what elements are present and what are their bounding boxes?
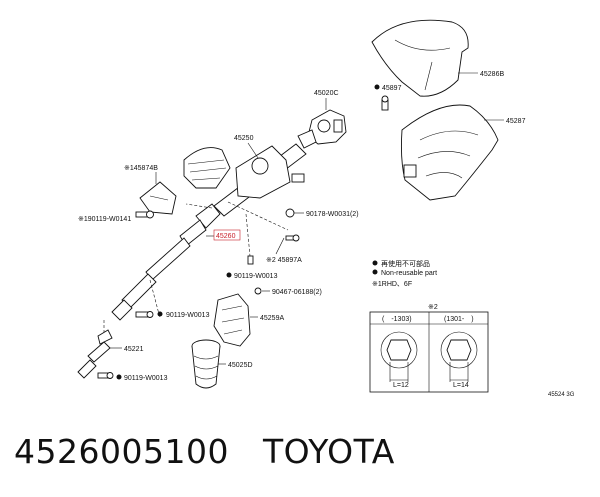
label-45250: 45250 — [234, 135, 254, 142]
label-45260: 45260 — [216, 233, 236, 240]
detail-bolt-long: L=14 — [440, 331, 478, 389]
parts-diagram: 45286B 45287 45897 45020C 45250 — [77, 19, 575, 398]
brand-name: TOYOTA — [262, 432, 395, 471]
bolt-45897A[interactable] — [285, 234, 300, 242]
label-45020C: 45020C — [314, 90, 339, 97]
detail-col-1: ( -1303) — [382, 316, 412, 323]
label-145874B: ※145874B — [124, 165, 158, 172]
non-reusable-dot-45897 — [374, 84, 380, 90]
intermediate-shaft-45260[interactable] — [111, 203, 221, 321]
clip-90467[interactable] — [254, 287, 262, 295]
bolt-90119-W0013-a[interactable] — [247, 255, 254, 265]
bolt-90119-W0013-b[interactable] — [135, 311, 154, 318]
shaft-45221[interactable] — [77, 329, 113, 379]
diagram-ref-code: 45524 3G — [548, 392, 575, 398]
label-90178: 90178-W0031(2) — [306, 211, 359, 218]
label-45287: 45287 — [506, 118, 526, 125]
legend-line-1: 再使用不可部品 — [381, 259, 430, 268]
boot-45259A[interactable] — [213, 293, 251, 347]
bolt-90119-W0141[interactable] — [135, 210, 154, 219]
screw-45897[interactable] — [381, 95, 389, 111]
detail-col-2: (1301- ) — [444, 316, 474, 323]
label-90119-W0013-b: 90119-W0013 — [166, 312, 210, 319]
label-box-45260 — [213, 229, 241, 241]
legend-dot-2 — [372, 269, 378, 275]
detail-dim-2: L=14 — [453, 382, 469, 389]
bolt-90119-W0013-c[interactable] — [97, 372, 114, 379]
legend-line-3: ※1RHD、6F — [372, 281, 412, 288]
label-90467: 90467-06188(2) — [272, 289, 322, 296]
non-reusable-dot-c — [116, 374, 122, 380]
detail-title: ※2 — [428, 304, 438, 311]
label-45286B: 45286B — [480, 71, 504, 78]
legend: 再使用不可部品 Non-reusable part ※1RHD、6F — [372, 259, 437, 288]
legend-line-2: Non-reusable part — [381, 270, 437, 277]
legend-dot-1 — [372, 260, 378, 266]
detail-box: ( -1303) (1301- ) L=12 L=14 — [369, 311, 489, 393]
part-caption: 4526005100 TOYOTA — [14, 432, 395, 482]
steering-lock-45020C[interactable] — [307, 109, 347, 145]
lower-column-cover[interactable] — [400, 104, 499, 201]
label-90119-W0013-a: 90119-W0013 — [234, 273, 278, 280]
non-reusable-dot-a — [226, 272, 232, 278]
label-45221: 45221 — [124, 346, 144, 353]
boot-45025D[interactable] — [191, 339, 221, 389]
steering-column-assy-45250[interactable] — [183, 129, 317, 217]
label-45025D: 45025D — [228, 362, 253, 369]
label-45897: 45897 — [382, 85, 402, 92]
bracket-145874B[interactable] — [139, 181, 177, 215]
label-90119-W0141: ※190119-W0141 — [78, 216, 131, 223]
upper-column-cover[interactable] — [371, 19, 469, 97]
label-45259A: 45259A — [260, 315, 284, 322]
detail-bolt-short: L=12 — [380, 331, 418, 389]
detail-dim-1: L=12 — [393, 382, 409, 389]
label-90119-W0013-c: 90119-W0013 — [124, 375, 168, 382]
non-reusable-dot-b — [157, 311, 163, 317]
part-number: 4526005100 — [14, 432, 229, 471]
nut-90178[interactable] — [285, 208, 295, 218]
label-45897A: ※2 45897A — [266, 257, 302, 264]
